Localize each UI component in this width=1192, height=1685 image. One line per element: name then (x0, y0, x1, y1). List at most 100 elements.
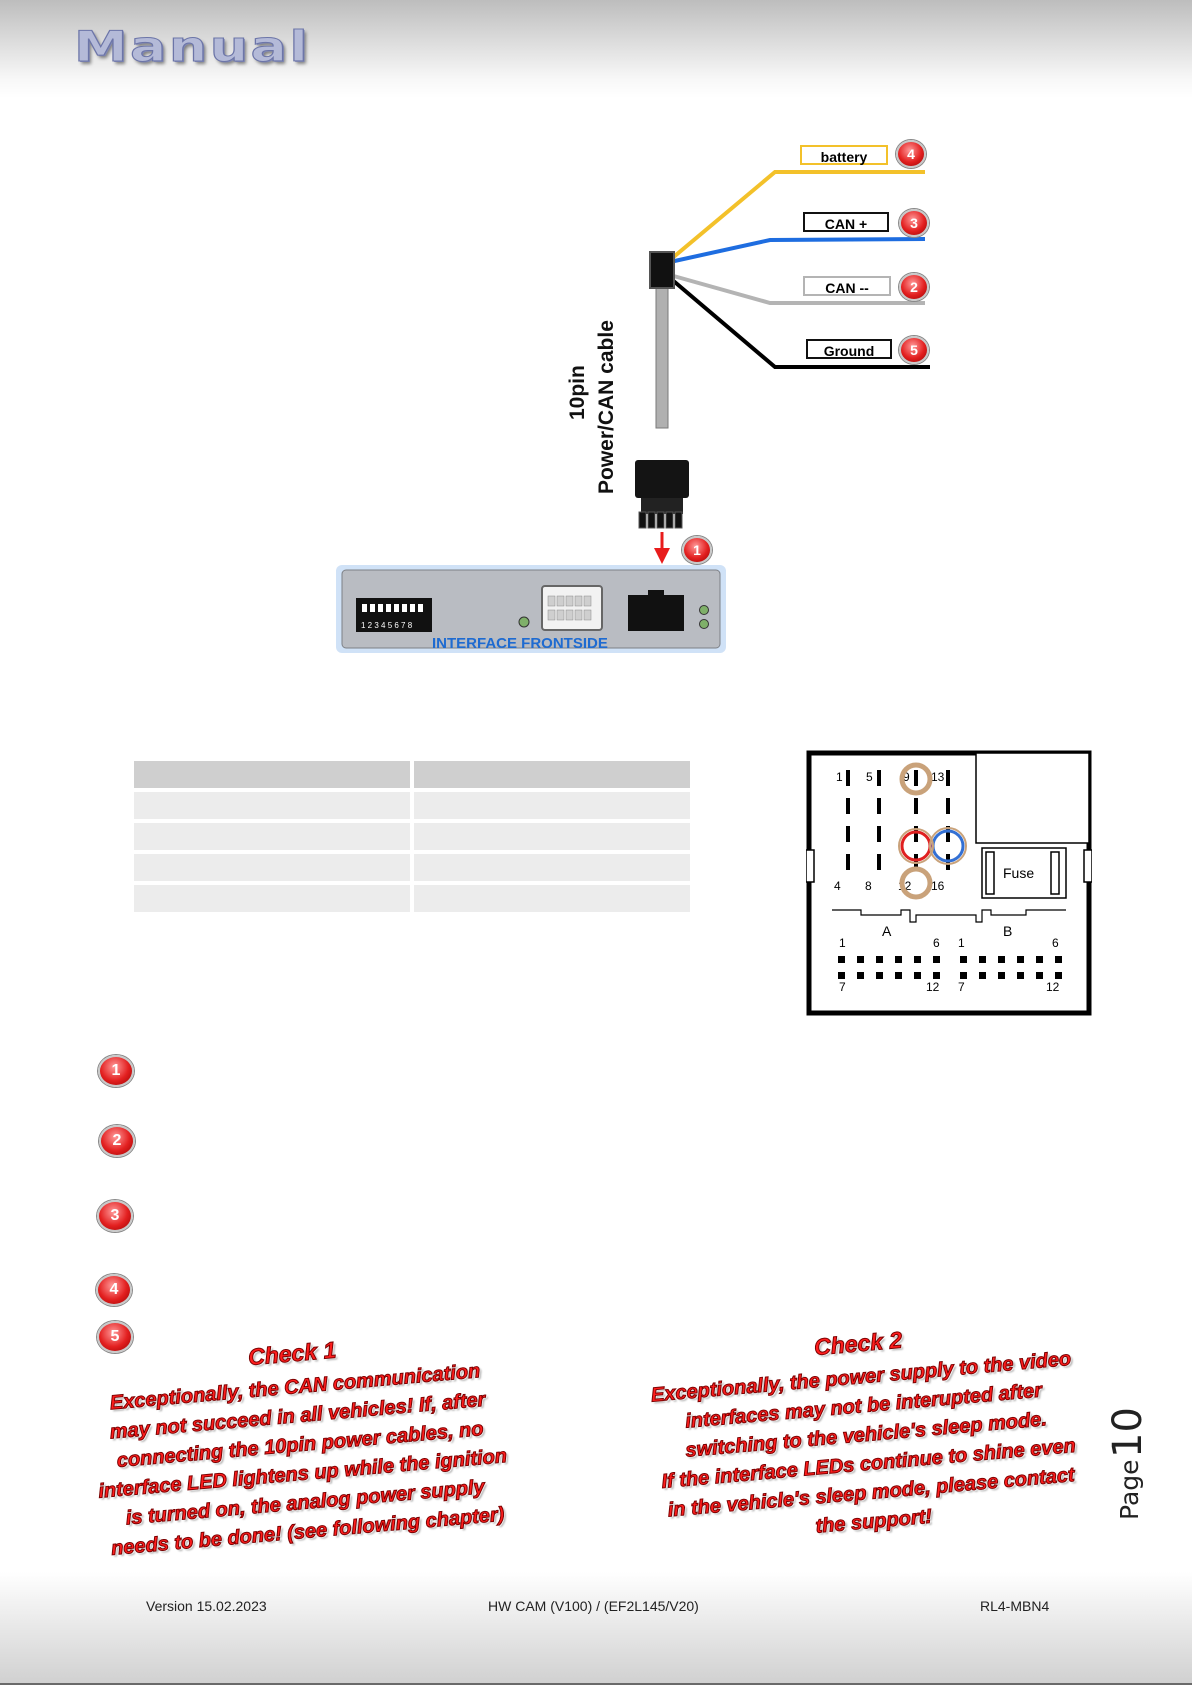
red-arrow (654, 548, 670, 564)
badge-5: 5 (899, 336, 929, 364)
interface-label: INTERFACE FRONTSIDE (432, 635, 608, 652)
step-badge-5: 5 (97, 1321, 133, 1353)
interface-box (341, 569, 721, 649)
svg-text:6: 6 (933, 936, 940, 950)
pin-dot (895, 972, 902, 979)
can-minus-label: CAN -- (803, 276, 891, 296)
table-cell (414, 792, 690, 819)
svg-text:9: 9 (903, 770, 910, 784)
pin-dot (979, 972, 986, 979)
cable-sheath (655, 279, 669, 429)
footer-code: RL4-MBN4 (980, 1598, 1050, 1614)
svg-text:A: A (882, 923, 892, 939)
pin-dot (960, 956, 967, 963)
pin-dot (998, 972, 1005, 979)
svg-text:8: 8 (865, 879, 872, 893)
ground-wire (668, 276, 930, 369)
pin-dot (895, 956, 902, 963)
pin-dot (857, 972, 864, 979)
pin-table-header-cell (134, 761, 410, 788)
page-word: Page (1115, 1459, 1144, 1520)
table-cell (134, 792, 410, 819)
white-socket (541, 585, 603, 631)
black-socket (628, 595, 684, 631)
pin9-marker (899, 762, 933, 796)
cable-label-10pin: 10pin (566, 365, 589, 420)
pin-dot (979, 956, 986, 963)
can-plus-wire (669, 237, 926, 264)
battery-label: battery (800, 145, 888, 165)
check-2: Check 2 Exceptionally, the power supply … (578, 1306, 1154, 1561)
cable-diagram: 1 2 3 4 5 6 7 8 INTERFACE FRONTSIDE 10pi… (336, 170, 930, 653)
pin-dot (838, 956, 845, 963)
svg-text:16: 16 (931, 879, 945, 893)
pin-dot (1036, 956, 1043, 963)
svg-text:13: 13 (931, 770, 945, 784)
badge-3: 3 (899, 209, 929, 237)
check-1-body: Exceptionally, the CAN communication may… (97, 1360, 508, 1561)
svg-text:7: 7 (958, 980, 965, 994)
table-row (134, 885, 690, 912)
table-cell (134, 885, 410, 912)
pin-dot (876, 956, 883, 963)
battery-wire (668, 170, 925, 262)
ground-label: Ground (806, 339, 892, 359)
pin-dot (838, 972, 845, 979)
plug-connector (635, 460, 689, 498)
pin-dot (914, 956, 921, 963)
pin-table-header (134, 761, 690, 788)
pin-dot (1017, 972, 1024, 979)
pin-dot (998, 956, 1005, 963)
svg-text:B: B (1003, 923, 1012, 939)
manual-logo: Manual (73, 22, 311, 72)
svg-text:1 2 3 4 5 6 7 8: 1 2 3 4 5 6 7 8 (361, 621, 413, 630)
table-row (134, 792, 690, 819)
step-badge-1: 1 (98, 1055, 134, 1087)
pin-dot (1036, 972, 1043, 979)
badge-2: 2 (899, 273, 929, 301)
svg-text:7: 7 (839, 980, 846, 994)
table-cell (134, 854, 410, 881)
pin-dot (1055, 972, 1062, 979)
pin-dot (876, 972, 883, 979)
dip-switch (356, 598, 432, 632)
badge-4: 4 (896, 140, 926, 168)
svg-text:6: 6 (1052, 936, 1059, 950)
pin12-marker (899, 866, 933, 900)
connector-pin-diagram: 1 5 9 13 4 8 12 16 Fuse A B 1 6 1 6 7 12… (806, 750, 1092, 1016)
cable-junction (649, 251, 675, 289)
can-plus-label: CAN + (803, 212, 889, 232)
step-badge-2: 2 (99, 1125, 135, 1157)
pin-dot (1055, 956, 1062, 963)
table-row (134, 854, 690, 881)
header-band (0, 0, 1192, 98)
footer-band (0, 1572, 1192, 1685)
pin-dot (857, 956, 864, 963)
pin-dot (914, 972, 921, 979)
step-badge-3: 3 (97, 1200, 133, 1232)
table-cell (414, 854, 690, 881)
svg-text:Fuse: Fuse (1003, 865, 1034, 881)
pin-dot (933, 972, 940, 979)
footer-model: HW CAM (V100) / (EF2L145/V20) (488, 1598, 699, 1614)
cable-label-power: Power/CAN cable (595, 320, 618, 494)
pin-dot (1017, 956, 1024, 963)
table-cell (414, 823, 690, 850)
svg-text:5: 5 (866, 770, 873, 784)
table-cell (134, 823, 410, 850)
pin-table (130, 757, 694, 916)
pin-dot (933, 956, 940, 963)
footer-version: Version 15.02.2023 (146, 1598, 267, 1614)
check-1: Check 1 Exceptionally, the CAN communica… (32, 1318, 568, 1570)
footer-line (0, 1683, 1192, 1685)
svg-text:4: 4 (834, 879, 841, 893)
svg-text:12: 12 (926, 980, 940, 994)
table-row (134, 823, 690, 850)
page-number: 10 (1105, 1407, 1151, 1458)
svg-text:1: 1 (836, 770, 843, 784)
svg-text:1: 1 (958, 936, 965, 950)
badge-1: 1 (682, 536, 712, 564)
can-minus-wire (669, 273, 925, 305)
svg-text:1: 1 (839, 936, 846, 950)
step-badge-4: 4 (96, 1274, 132, 1306)
